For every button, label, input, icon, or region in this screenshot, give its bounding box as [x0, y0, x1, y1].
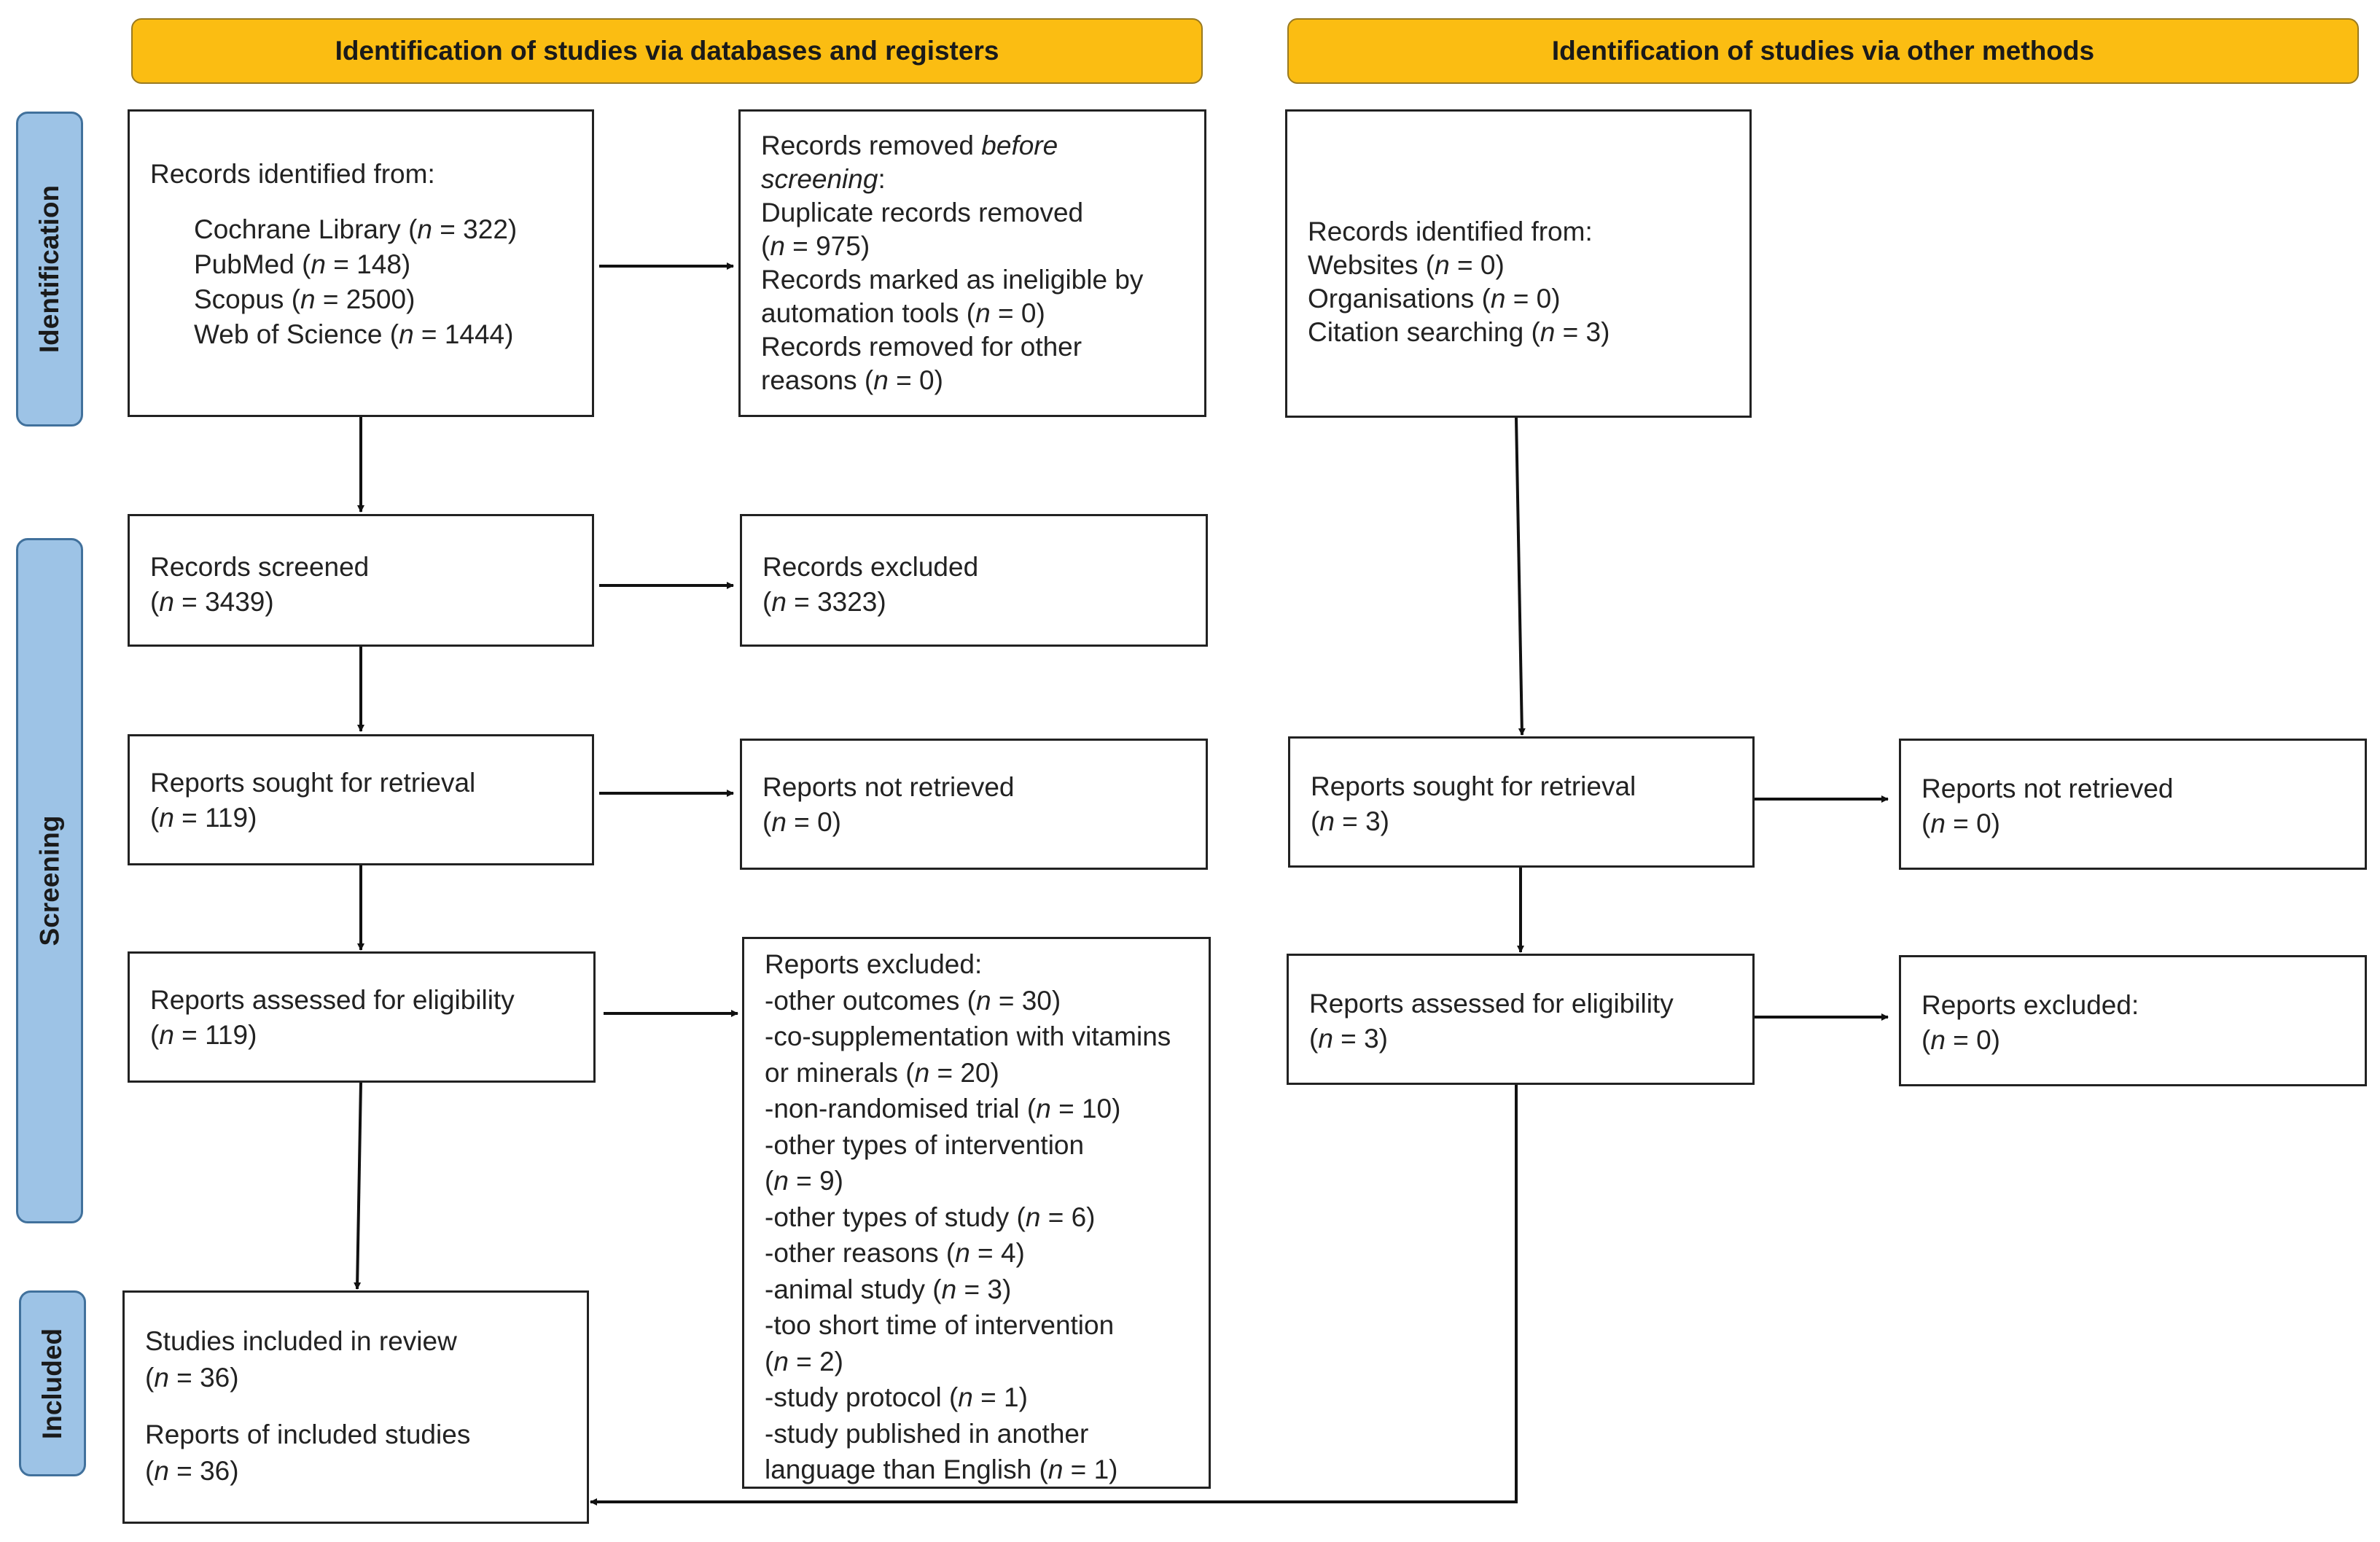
- other-reports-sought-label: Reports sought for retrieval: [1311, 771, 1636, 801]
- box-other-records-identified: Records identified from: Websites (n = 0…: [1285, 109, 1752, 418]
- other-reports-assessed-count: (n = 3): [1309, 1024, 1388, 1054]
- exclusion-reason: -study protocol (n = 1): [765, 1382, 1028, 1412]
- exclusion-reason: -other reasons (n = 4): [765, 1238, 1025, 1268]
- records-screened-label: Records screened: [150, 552, 370, 582]
- reports-assessed-label: Reports assessed for eligibility: [150, 985, 515, 1015]
- reports-not-retrieved-count: (n = 0): [762, 807, 841, 837]
- exclusion-reason: -other types of intervention(n = 9): [765, 1129, 1085, 1196]
- reports-sought-label: Reports sought for retrieval: [150, 768, 476, 798]
- studies-included-count: (n = 36): [145, 1363, 239, 1393]
- reports-not-retrieved-label: Reports not retrieved: [762, 772, 1015, 802]
- other-reports-not-retrieved-count: (n = 0): [1921, 809, 2000, 838]
- box-other-reports-assessed: Reports assessed for eligibility (n = 3): [1287, 954, 1755, 1085]
- exclusion-reason: -non-randomised trial (n = 10): [765, 1094, 1121, 1124]
- exclusion-reason: -co-supplementation with vitamins or min…: [765, 1021, 1171, 1088]
- box-reports-not-retrieved: Reports not retrieved (n = 0): [740, 739, 1208, 870]
- records-removed-title: Records removed before screening:: [761, 131, 1058, 194]
- header-databases-text: Identification of studies via databases …: [335, 36, 999, 66]
- stage-included: Included: [19, 1290, 86, 1476]
- box-other-reports-excluded: Reports excluded: (n = 0): [1899, 955, 2367, 1086]
- exclusion-reason: -other types of study (n = 6): [765, 1202, 1096, 1232]
- other-records-identified-title: Records identified from:: [1308, 217, 1593, 246]
- source-line: Cochrane Library (n = 322): [194, 214, 518, 244]
- box-records-screened: Records screened (n = 3439): [128, 514, 594, 647]
- reports-included-label: Reports of included studies: [145, 1420, 471, 1449]
- arrow-other-identified-to-sought: [1515, 417, 1526, 736]
- reports-excluded-title: Reports excluded:: [765, 949, 983, 979]
- box-other-reports-sought: Reports sought for retrieval (n = 3): [1288, 736, 1755, 868]
- arrow-other-assessed-to-included: [590, 1085, 1518, 1506]
- box-other-reports-not-retrieved: Reports not retrieved (n = 0): [1899, 739, 2367, 870]
- exclusion-reason: -too short time of intervention(n = 2): [765, 1310, 1115, 1376]
- studies-included-label: Studies included in review: [145, 1326, 457, 1356]
- other-reports-sought-count: (n = 3): [1311, 806, 1389, 836]
- other-source-line: Citation searching (n = 3): [1308, 317, 1610, 347]
- other-source-line: Websites (n = 0): [1308, 250, 1505, 280]
- box-reports-assessed: Reports assessed for eligibility (n = 11…: [128, 951, 596, 1083]
- exclusion-reason: -animal study (n = 3): [765, 1274, 1012, 1304]
- box-studies-included: Studies included in review (n = 36) Repo…: [122, 1290, 589, 1524]
- other-reports-excluded-label: Reports excluded:: [1921, 990, 2139, 1020]
- stage-screening: Screening: [16, 538, 83, 1223]
- other-reports-not-retrieved-label: Reports not retrieved: [1921, 774, 2174, 803]
- box-reports-excluded: Reports excluded: -other outcomes (n = 3…: [742, 937, 1211, 1489]
- header-databases: Identification of studies via databases …: [131, 18, 1203, 84]
- box-reports-sought: Reports sought for retrieval (n = 119): [128, 734, 594, 865]
- exclusion-reason: -other outcomes (n = 30): [765, 985, 1061, 1016]
- records-identified-title: Records identified from:: [150, 159, 435, 189]
- reports-included-count: (n = 36): [145, 1456, 239, 1486]
- other-reports-assessed-label: Reports assessed for eligibility: [1309, 989, 1674, 1019]
- removed-line: Records removed for other reasons (n = 0…: [761, 332, 1082, 395]
- source-line: PubMed (n = 148): [194, 249, 411, 279]
- records-excluded-count: (n = 3323): [762, 587, 886, 617]
- records-excluded-label: Records excluded: [762, 552, 979, 582]
- exclusion-reason: -study published in another language tha…: [765, 1418, 1118, 1485]
- other-source-line: Organisations (n = 0): [1308, 284, 1561, 314]
- source-line: Web of Science (n = 1444): [194, 319, 514, 349]
- stage-identification: Identification: [16, 112, 83, 427]
- removed-line: Duplicate records removed(n = 975): [761, 198, 1084, 261]
- box-records-identified: Records identified from: Cochrane Librar…: [128, 109, 594, 417]
- source-line: Scopus (n = 2500): [194, 284, 415, 314]
- box-records-excluded: Records excluded (n = 3323): [740, 514, 1208, 647]
- other-reports-excluded-count: (n = 0): [1921, 1025, 2000, 1055]
- removed-line: Records marked as ineligible by automati…: [761, 265, 1144, 328]
- reports-sought-count: (n = 119): [150, 803, 257, 833]
- box-records-removed: Records removed before screening: Duplic…: [738, 109, 1206, 417]
- header-other-text: Identification of studies via other meth…: [1551, 36, 2095, 66]
- records-screened-count: (n = 3439): [150, 587, 274, 617]
- arrow-assessed-to-included: [354, 1082, 362, 1290]
- header-other-methods: Identification of studies via other meth…: [1287, 18, 2359, 84]
- reports-assessed-count: (n = 119): [150, 1020, 257, 1050]
